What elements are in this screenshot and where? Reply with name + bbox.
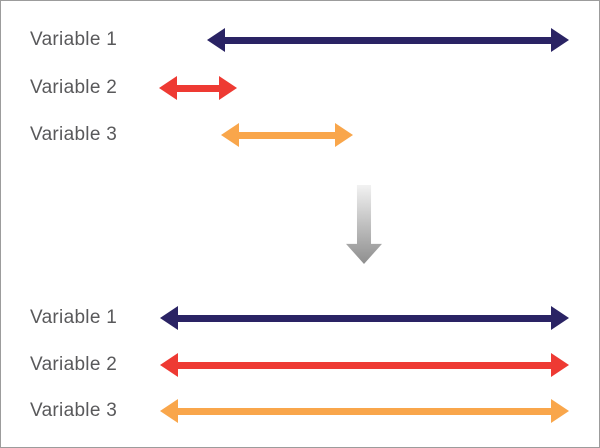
arrow-left-head-icon xyxy=(207,28,225,52)
arrow-shaft xyxy=(223,36,553,44)
bottom-variable-1-range-arrow xyxy=(160,306,569,330)
bottom-variable-3-range-arrow xyxy=(160,399,569,423)
arrow-shaft xyxy=(175,84,221,92)
arrow-shaft xyxy=(176,314,553,322)
transform-down-arrow-icon xyxy=(346,185,382,264)
arrow-right-head-icon xyxy=(335,123,353,147)
arrow-left-head-icon xyxy=(160,399,178,423)
top-variable-2-range-arrow xyxy=(159,76,237,100)
arrow-left-head-icon xyxy=(221,123,239,147)
arrow-shaft xyxy=(176,407,553,415)
top-variable-2-label: Variable 2 xyxy=(30,77,118,98)
arrow-right-head-icon xyxy=(551,28,569,52)
bottom-variable-1-label: Variable 1 xyxy=(30,307,118,328)
top-variable-1-range-arrow xyxy=(207,28,569,52)
arrow-left-head-icon xyxy=(159,76,177,100)
arrow-right-head-icon xyxy=(219,76,237,100)
arrow-shaft xyxy=(237,131,337,139)
arrow-right-head-icon xyxy=(551,353,569,377)
top-variable-3-range-arrow xyxy=(221,123,353,147)
top-variable-3-label: Variable 3 xyxy=(30,124,118,145)
arrow-right-head-icon xyxy=(551,399,569,423)
top-variable-1-label: Variable 1 xyxy=(30,29,118,50)
arrow-shaft xyxy=(176,361,553,369)
bottom-variable-3-label: Variable 3 xyxy=(30,400,118,421)
arrow-right-head-icon xyxy=(551,306,569,330)
arrow-left-head-icon xyxy=(160,353,178,377)
arrow-left-head-icon xyxy=(160,306,178,330)
bottom-variable-2-range-arrow xyxy=(160,353,569,377)
bottom-variable-2-label: Variable 2 xyxy=(30,354,118,375)
